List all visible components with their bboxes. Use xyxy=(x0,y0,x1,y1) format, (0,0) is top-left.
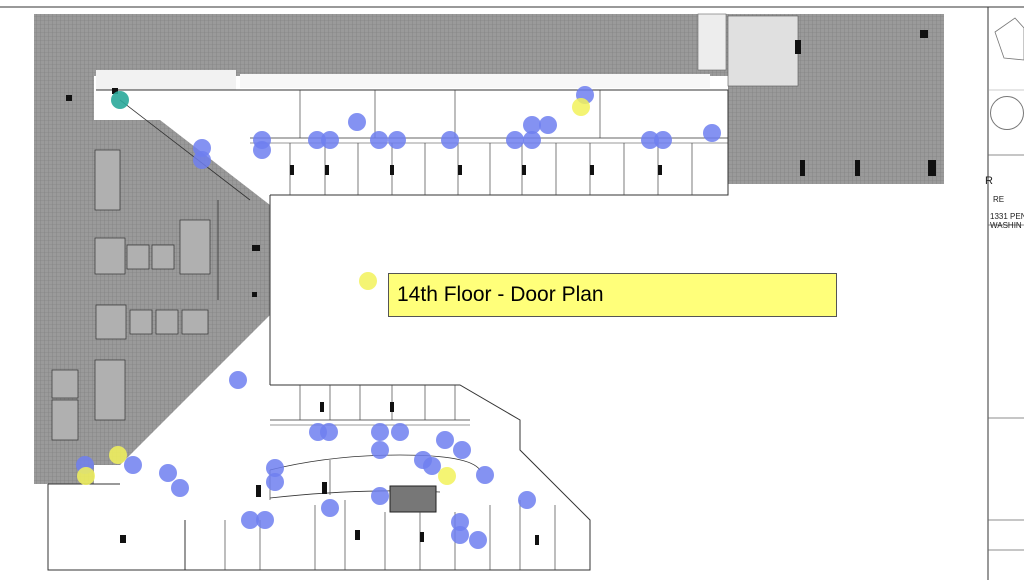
structural-columns xyxy=(66,88,662,545)
office-partitions xyxy=(224,90,693,570)
door-marker-yellow xyxy=(438,467,456,485)
door-marker-blue xyxy=(229,371,247,389)
door-marker-yellow xyxy=(109,446,127,464)
door-marker-blue xyxy=(453,441,471,459)
door-marker-yellow xyxy=(359,272,377,290)
door-marker-blue xyxy=(703,124,721,142)
project-sub-fragment: RE xyxy=(993,195,1005,204)
door-marker-blue xyxy=(371,423,389,441)
door-marker-yellow xyxy=(77,467,95,485)
project-address: 1331 PEN WASHIN xyxy=(990,212,1024,230)
door-marker-blue xyxy=(256,511,274,529)
address-line-2: WASHIN xyxy=(990,221,1022,230)
door-marker-blue xyxy=(518,491,536,509)
door-marker-blue xyxy=(436,431,454,449)
door-marker-blue xyxy=(253,141,271,159)
door-marker-blue xyxy=(423,457,441,475)
door-marker-blue xyxy=(371,441,389,459)
door-marker-blue xyxy=(388,131,406,149)
door-marker-layer xyxy=(76,86,721,549)
office-outlines xyxy=(47,89,729,571)
door-marker-blue xyxy=(241,511,259,529)
door-marker-blue xyxy=(320,423,338,441)
door-marker-blue xyxy=(348,113,366,131)
door-marker-yellow xyxy=(572,98,590,116)
door-marker-blue xyxy=(476,466,494,484)
door-marker-blue xyxy=(451,513,469,531)
door-marker-blue xyxy=(266,459,284,477)
door-marker-blue xyxy=(321,499,339,517)
door-marker-blue xyxy=(124,456,142,474)
door-marker-teal xyxy=(111,91,129,109)
plan-title: 14th Floor - Door Plan xyxy=(397,283,604,306)
door-marker-blue xyxy=(370,131,388,149)
door-marker-blue xyxy=(641,131,659,149)
door-marker-blue xyxy=(506,131,524,149)
door-marker-blue xyxy=(159,464,177,482)
door-marker-blue xyxy=(371,487,389,505)
door-marker-blue xyxy=(539,116,557,134)
project-name-fragment: R xyxy=(985,175,993,187)
door-marker-blue xyxy=(193,151,211,169)
door-marker-blue xyxy=(171,479,189,497)
sheet-frame xyxy=(0,6,1024,580)
door-marker-blue xyxy=(308,131,326,149)
door-marker-blue xyxy=(523,131,541,149)
door-marker-blue xyxy=(441,131,459,149)
title-box: 14th Floor - Door Plan xyxy=(388,273,837,317)
door-marker-blue xyxy=(266,473,284,491)
door-marker-blue xyxy=(469,531,487,549)
door-marker-blue xyxy=(523,116,541,134)
core-rooms xyxy=(51,149,211,441)
door-marker-blue xyxy=(321,131,339,149)
door-marker-blue xyxy=(654,131,672,149)
consultant-logo xyxy=(990,96,1024,130)
door-marker-blue xyxy=(391,423,409,441)
address-line-1: 1331 PEN xyxy=(990,212,1024,221)
door-marker-blue xyxy=(451,526,469,544)
